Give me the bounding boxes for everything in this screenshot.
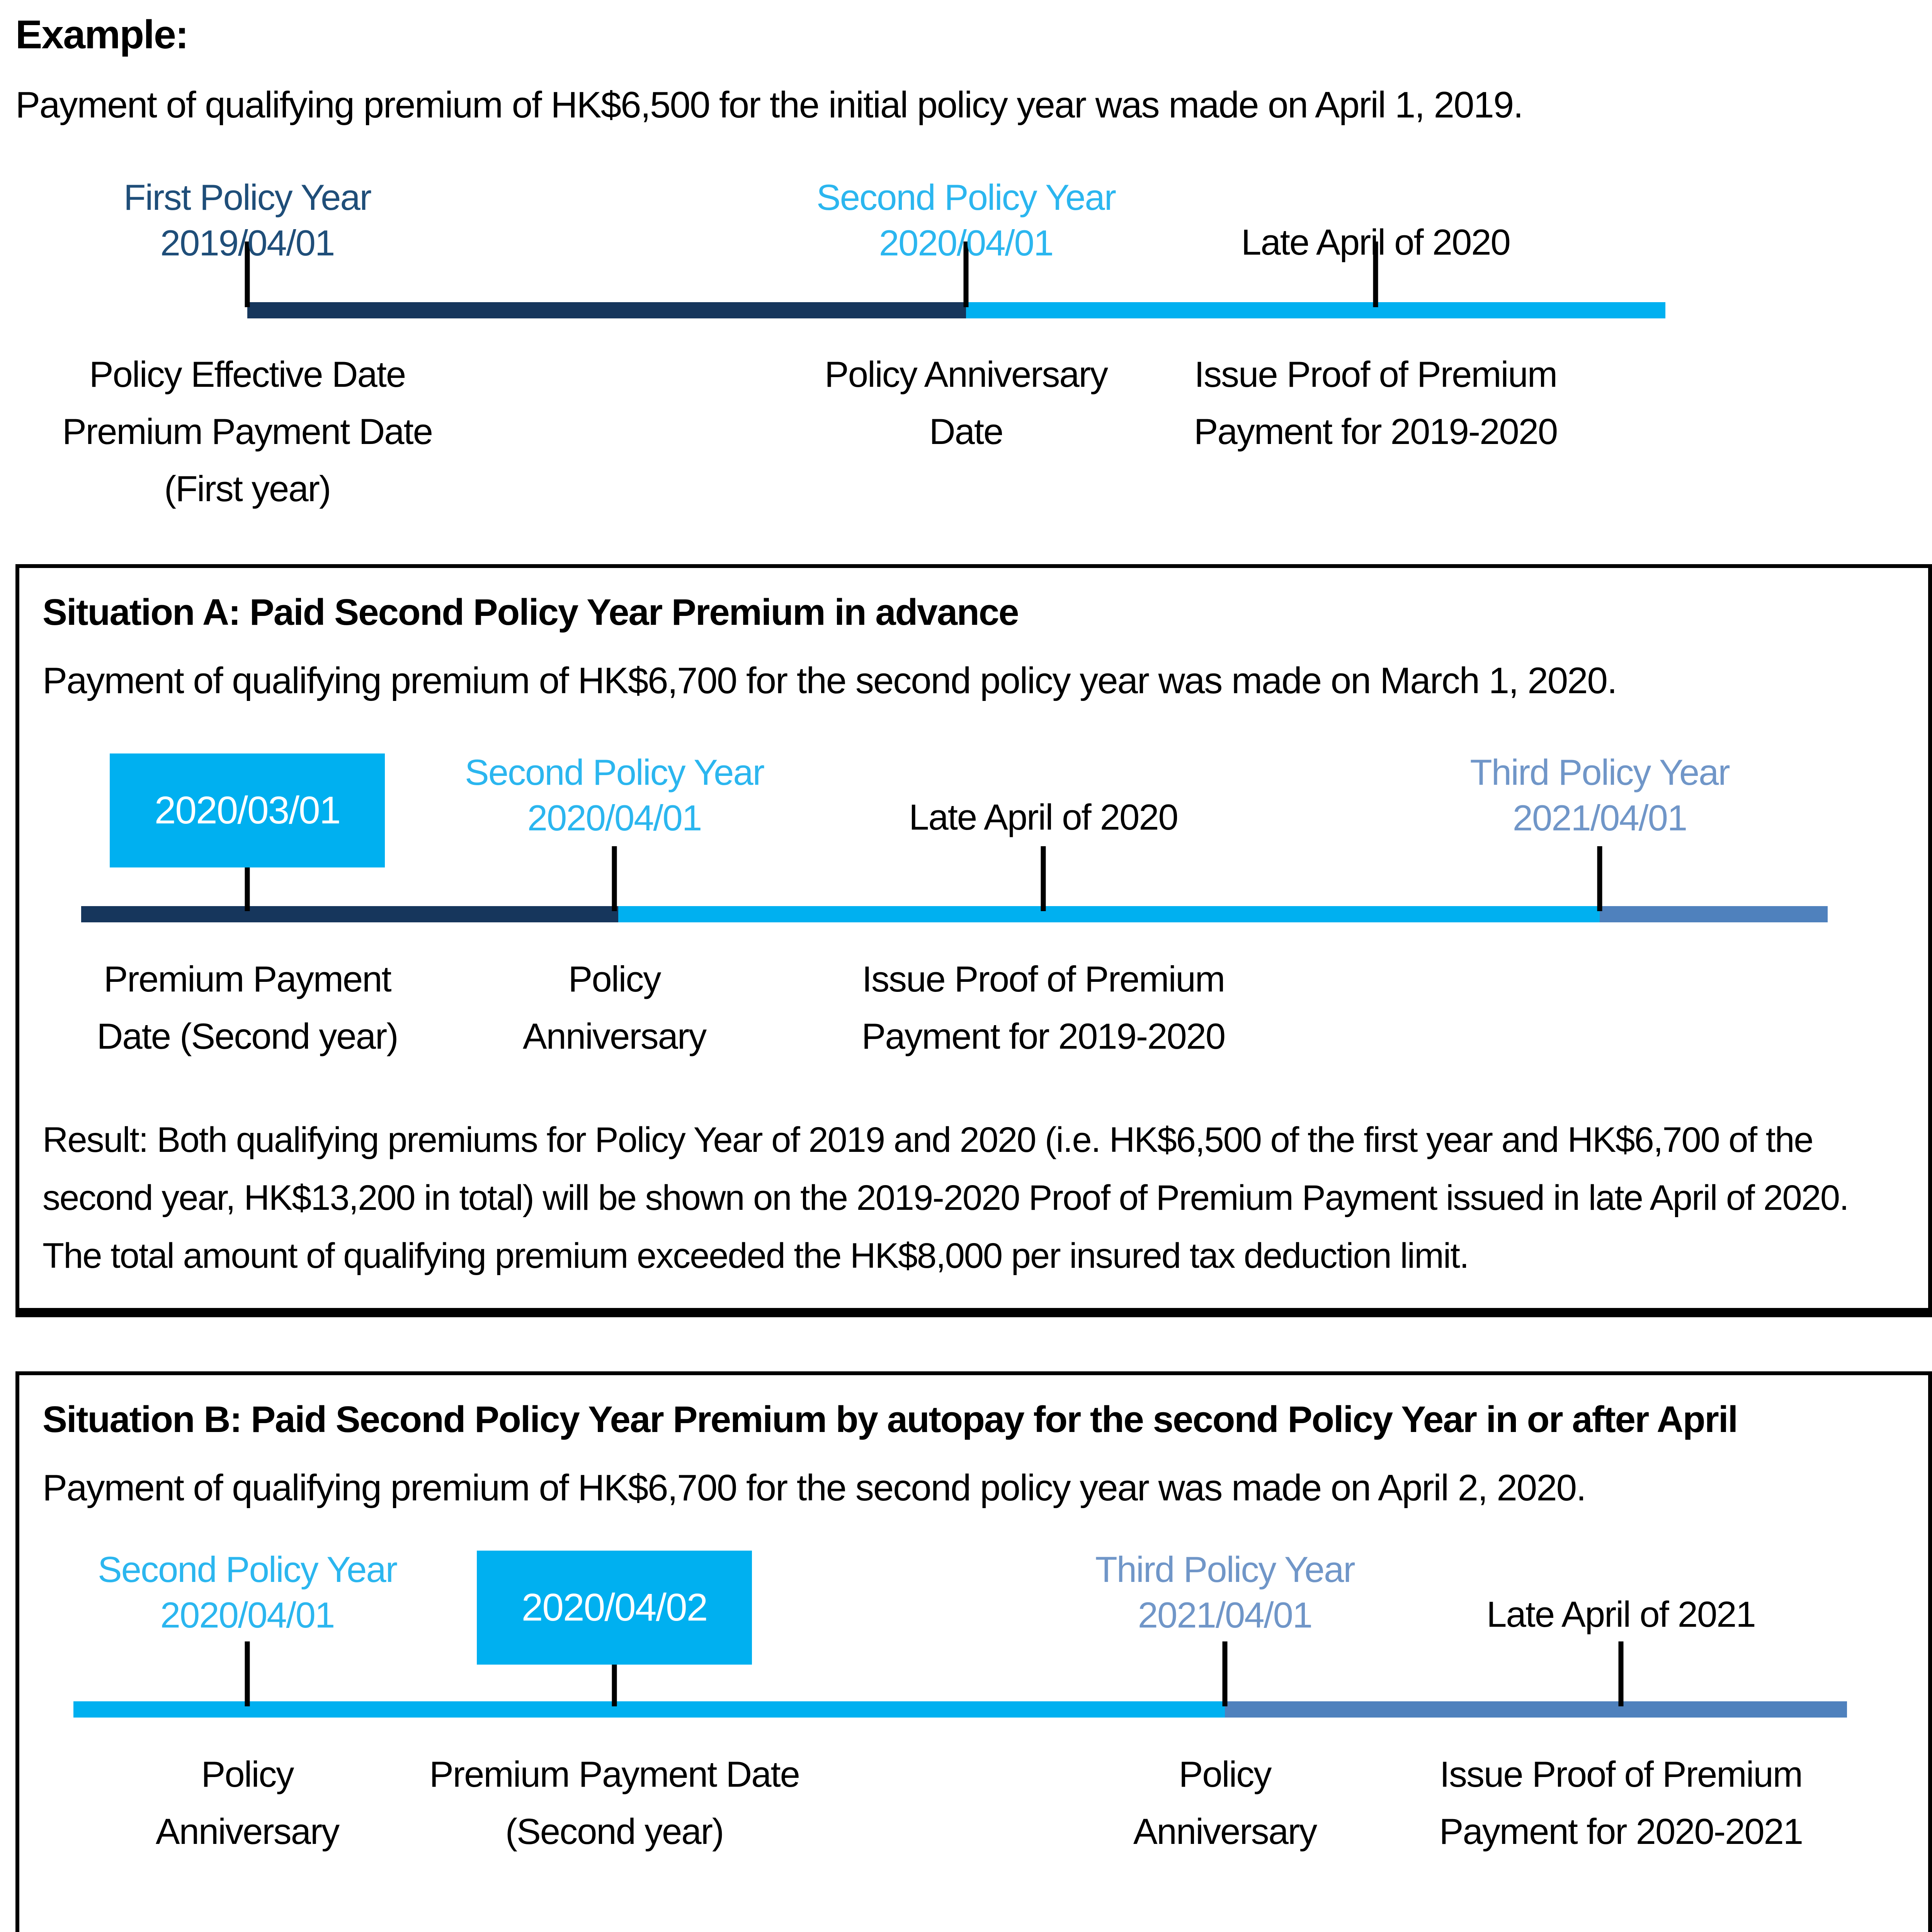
example-section: Example: Payment of qualifying premium o… (15, 10, 1932, 518)
situation-a-title: Situation A: Paid Second Policy Year Pre… (43, 591, 1019, 633)
milestone-caption-policy-anniversary: Policy Anniversary (155, 1746, 340, 1860)
milestone-label-third-policy-year: Third Policy Year 2021/04/01 (1095, 1547, 1355, 1638)
situation-a-box: Situation A: Paid Second Policy Year Pre… (15, 564, 1932, 1317)
payment-date-text: 2020/04/02 (521, 1586, 708, 1629)
label-line: Date (929, 411, 1004, 452)
milestone-caption-policy-anniversary: Policy Anniversary (522, 951, 707, 1065)
tick-mark (1041, 846, 1046, 911)
milestone-caption-premium-payment-second-year: Premium Payment Date (Second year) (97, 951, 398, 1065)
label-line: Policy Anniversary (825, 354, 1108, 395)
example-description: Payment of qualifying premium of HK$6,50… (15, 84, 1524, 126)
label-line: Anniversary (522, 1015, 707, 1056)
label-line: 2021/04/01 (1512, 797, 1687, 838)
label-line: Third Policy Year (1470, 752, 1730, 793)
milestone-caption-policy-anniversary-date: Policy Anniversary Date (825, 346, 1108, 460)
label-line: 2021/04/01 (1138, 1595, 1313, 1636)
example-heading: Example: (15, 12, 189, 57)
label-line: Issue Proof of Premium (1194, 354, 1558, 395)
label-line: Policy (1179, 1754, 1272, 1795)
label-line: Issue Proof of Premium (1439, 1754, 1803, 1795)
label-line: Date (Second year) (97, 1015, 398, 1056)
example-timeline: First Policy Year 2019/04/01 Second Poli… (15, 170, 1932, 518)
milestone-caption-issue-proof-2020-2021: Issue Proof of Premium Payment for 2020-… (1439, 1746, 1803, 1860)
label-line: Anniversary (1133, 1811, 1317, 1852)
payment-date-box: 2020/03/01 (110, 753, 385, 867)
tick-mark (1597, 846, 1602, 911)
situation-a-timeline: 2020/03/01 Second Policy Year 2020/04/01… (43, 740, 1905, 1080)
milestone-label-second-policy-year: Second Policy Year 2020/04/01 (464, 750, 765, 841)
label-line: 2020/04/01 (879, 222, 1054, 263)
label-line: Policy (568, 958, 662, 999)
label-line: Third Policy Year (1095, 1549, 1355, 1590)
label-line: (First year) (164, 468, 331, 509)
timeline-segment-third-year (1225, 1701, 1847, 1718)
label-line: Premium Payment Date (62, 411, 433, 452)
tick-mark (612, 846, 617, 911)
tick-mark (245, 1641, 250, 1707)
milestone-label-second-policy-year: Second Policy Year 2020/04/01 (816, 175, 1116, 266)
label-line: Late April of 2020 (909, 796, 1179, 837)
label-line: Premium Payment (104, 958, 391, 999)
milestone-label-first-policy-year: First Policy Year 2019/04/01 (124, 175, 372, 266)
situation-a-description: Payment of qualifying premium of HK$6,70… (43, 660, 1617, 701)
situation-b-result: Result: Qualifying premiums paid in 2019… (43, 1918, 1905, 1932)
label-line: 2020/04/01 (527, 797, 702, 838)
situation-b-box: Situation B: Paid Second Policy Year Pre… (15, 1371, 1932, 1932)
situation-a-result: Result: Both qualifying premiums for Pol… (43, 1120, 1849, 1276)
payment-date-text: 2020/03/01 (154, 788, 341, 832)
milestone-caption-issue-proof-2019-2020: Issue Proof of Premium Payment for 2019-… (1194, 346, 1558, 460)
milestone-label-late-april-2021: Late April of 2021 (1486, 1592, 1756, 1637)
label-line: Policy (201, 1754, 294, 1795)
label-line: Payment for 2019-2020 (861, 1015, 1226, 1056)
label-line: First Policy Year (124, 177, 372, 218)
situation-b-timeline: Second Policy Year 2020/04/01 2020/04/02… (43, 1547, 1905, 1887)
label-line: Second Policy Year (97, 1549, 398, 1590)
tick-mark (963, 241, 969, 307)
payment-date-box: 2020/04/02 (477, 1551, 752, 1665)
label-line: Policy Effective Date (89, 354, 406, 395)
milestone-label-third-policy-year: Third Policy Year 2021/04/01 (1470, 750, 1730, 841)
timeline-segment-first-year (81, 906, 618, 922)
label-line: Late April of 2020 (1241, 221, 1511, 262)
label-line: 2020/04/01 (160, 1595, 335, 1636)
label-line: Late April of 2021 (1486, 1594, 1756, 1635)
milestone-label-late-april-2020: Late April of 2020 (1241, 219, 1511, 265)
milestone-caption-issue-proof-2019-2020: Issue Proof of Premium Payment for 2019-… (861, 951, 1226, 1065)
label-line: Premium Payment Date (429, 1754, 800, 1795)
label-line: 2019/04/01 (160, 222, 335, 263)
tick-mark (245, 241, 250, 307)
situation-b-title: Situation B: Paid Second Policy Year Pre… (43, 1398, 1738, 1440)
timeline-segment-second-year (966, 302, 1665, 318)
tick-mark (1373, 241, 1378, 307)
label-line: Second Policy Year (464, 752, 765, 793)
milestone-caption-policy-effective-date: Policy Effective Date Premium Payment Da… (62, 346, 433, 517)
label-line: Issue Proof of Premium (862, 958, 1225, 999)
timeline-segment-third-year (1600, 906, 1828, 922)
label-line: Payment for 2020-2021 (1439, 1811, 1803, 1852)
timeline-segment-second-year (618, 906, 1600, 922)
timeline-segment-second-year (73, 1701, 1225, 1718)
milestone-caption-premium-payment-second-year: Premium Payment Date (Second year) (429, 1746, 800, 1860)
label-line: Second Policy Year (816, 177, 1116, 218)
situation-b-description: Payment of qualifying premium of HK$6,70… (43, 1467, 1587, 1509)
milestone-label-second-policy-year: Second Policy Year 2020/04/01 (97, 1547, 398, 1638)
tick-mark (1618, 1641, 1624, 1707)
label-line: Payment for 2019-2020 (1194, 411, 1558, 452)
label-line: (Second year) (505, 1811, 724, 1852)
label-line: Anniversary (155, 1811, 340, 1852)
milestone-label-late-april-2020: Late April of 2020 (909, 794, 1179, 840)
timeline-segment-first-year (247, 302, 966, 318)
milestone-caption-policy-anniversary: Policy Anniversary (1133, 1746, 1317, 1860)
tick-mark (1222, 1641, 1228, 1707)
